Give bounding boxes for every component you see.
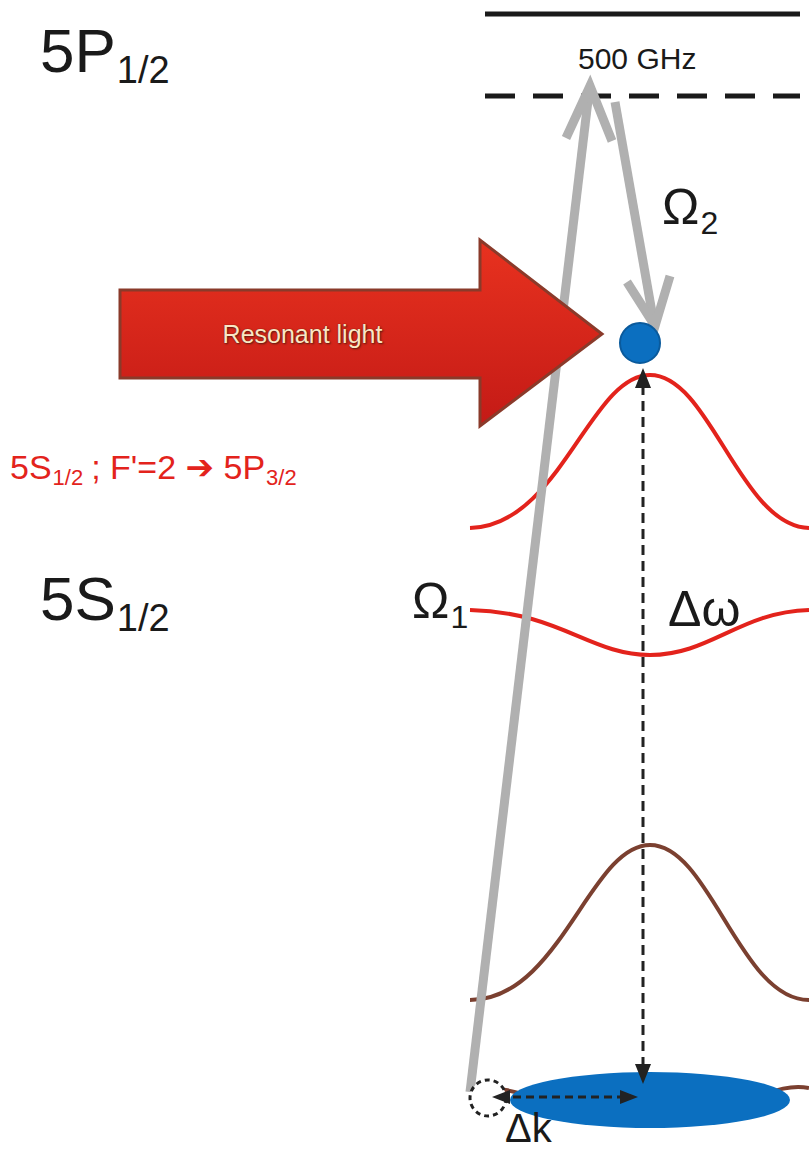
level-subscript: 1/2 — [117, 599, 170, 637]
rabi-symbol: Ω — [662, 182, 699, 232]
arrow-head — [492, 1090, 510, 1104]
dashed-arrow — [642, 385, 645, 1068]
transition-subscript: 1/2 — [53, 467, 84, 489]
rabi-subscript: 1 — [450, 601, 468, 633]
atom-dot — [620, 323, 660, 363]
frequency-difference: Δω — [668, 584, 740, 634]
arrow-head — [620, 1090, 638, 1104]
level-name: 5S — [40, 568, 116, 630]
arrow-head — [627, 276, 670, 326]
rabi-subscript: 2 — [700, 207, 718, 239]
arrow-head — [635, 368, 651, 388]
light-arrow — [120, 240, 602, 426]
level-subscript: 1/2 — [117, 51, 170, 89]
potential-curve — [470, 845, 809, 1000]
transition-label: ; F'=2 ➔ 5P — [91, 450, 265, 484]
detuning-value: 500 GHz — [578, 44, 696, 74]
dashed-arrow — [500, 1096, 625, 1099]
virtual-level-line — [485, 94, 800, 99]
transition-label: 5S — [10, 450, 52, 484]
raman-beam — [470, 92, 589, 1092]
transition-subscript: 3/2 — [266, 467, 297, 489]
atom-cloud — [510, 1072, 790, 1128]
potential-curve — [470, 375, 809, 528]
arrow-head — [635, 1064, 651, 1084]
light-label: Resonant light — [223, 320, 383, 349]
momentum-difference: Δk — [505, 1108, 552, 1148]
light-label-box: Resonant light — [130, 292, 475, 376]
level-name: 5P — [40, 20, 116, 82]
rabi-symbol: Ω — [412, 576, 449, 626]
level-line — [485, 12, 800, 17]
arrow-head — [566, 86, 612, 141]
